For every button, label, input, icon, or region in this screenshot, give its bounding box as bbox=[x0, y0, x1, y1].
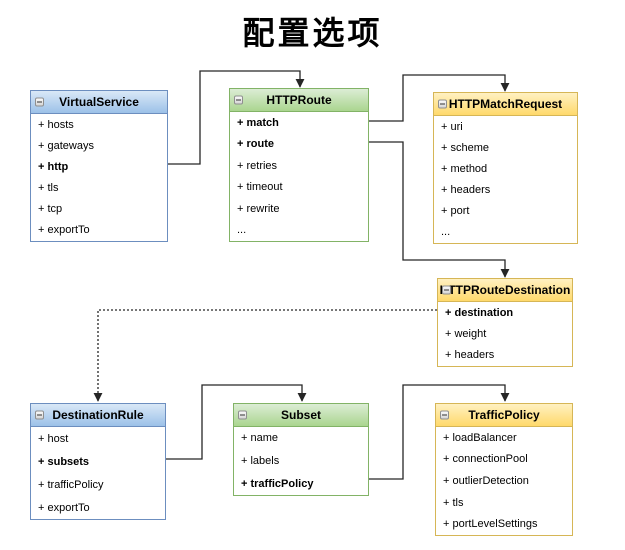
entity-body-Subset: + name + labels + trafficPolicy bbox=[234, 427, 368, 495]
entity-field: + trafficPolicy bbox=[241, 477, 314, 490]
entity-DestinationRule[interactable]: DestinationRule + host + subsets + trafficP… bbox=[30, 403, 166, 520]
collapse-minus-icon[interactable] bbox=[442, 285, 451, 295]
entity-field: + portLevelSettings bbox=[443, 518, 538, 531]
entity-field: + port bbox=[441, 205, 470, 218]
entity-title: DestinationRule bbox=[52, 408, 144, 422]
entity-field: + route bbox=[237, 138, 274, 151]
page-title: 配置选项 bbox=[242, 15, 383, 51]
connector-HTTPRouteDestination.destination-to-DestinationRule bbox=[93, 309, 437, 402]
entity-body-HTTPMatchRequest: + uri + scheme + method + headers + port... bbox=[434, 116, 577, 243]
entity-field: + retries bbox=[237, 159, 278, 172]
entity-body-HTTPRoute: + match + route + retries + timeout + rewrit… bbox=[230, 112, 368, 241]
entity-field: + hosts bbox=[38, 118, 74, 131]
entity-field: + outlierDetection bbox=[443, 474, 529, 487]
entity-body-VirtualService: + hosts + gateways + http + tls + tcp + expor… bbox=[31, 114, 167, 241]
entity-VirtualService[interactable]: VirtualService + hosts + gateways + http + t… bbox=[30, 90, 168, 242]
entity-field: + destination bbox=[445, 306, 514, 319]
entity-field: + trafficPolicy bbox=[38, 478, 104, 491]
entity-header-VirtualService: VirtualService bbox=[31, 91, 167, 114]
entity-field: + timeout bbox=[237, 181, 283, 194]
entity-title: TrafficPolicy bbox=[468, 408, 540, 422]
entity-TrafficPolicy[interactable]: TrafficPolicy + loadBalancer + connectionP… bbox=[435, 403, 573, 536]
entity-field: + host bbox=[38, 432, 69, 445]
entity-header-DestinationRule: DestinationRule bbox=[31, 404, 165, 427]
entity-HTTPMatchRequest[interactable]: HTTPMatchRequest + uri + scheme + method + h… bbox=[433, 92, 578, 244]
entity-HTTPRoute[interactable]: HTTPRoute + match + route + retries + timeou… bbox=[229, 88, 369, 242]
entity-body-HTTPRouteDestination: + destination + weight + headers bbox=[438, 302, 572, 366]
entity-field: + name bbox=[241, 432, 278, 445]
entity-title: Subset bbox=[280, 408, 321, 422]
collapse-minus-icon[interactable] bbox=[440, 410, 449, 420]
entity-field: + exportTo bbox=[38, 224, 90, 237]
entity-header-Subset: Subset bbox=[234, 404, 368, 427]
collapse-minus-icon[interactable] bbox=[234, 95, 243, 105]
entity-field: + connectionPool bbox=[443, 453, 528, 466]
entity-title: HTTPRouteDestination bbox=[439, 283, 571, 297]
entity-field: + weight bbox=[445, 327, 487, 340]
entity-field: + headers bbox=[445, 349, 495, 362]
entity-field: + headers bbox=[441, 184, 491, 197]
entity-Subset[interactable]: Subset+ name + labels + trafficPolicy bbox=[233, 403, 369, 496]
entity-field: + tcp bbox=[38, 203, 63, 216]
collapse-minus-icon[interactable] bbox=[438, 99, 447, 109]
entity-field: + gateways bbox=[38, 139, 94, 152]
entity-header-TrafficPolicy: TrafficPolicy bbox=[436, 404, 572, 427]
entity-field: + rewrite bbox=[237, 202, 280, 215]
collapse-minus-icon[interactable] bbox=[35, 97, 44, 107]
entity-field: + loadBalancer bbox=[443, 431, 517, 444]
entity-field: + uri bbox=[441, 120, 463, 133]
collapse-minus-icon[interactable] bbox=[35, 410, 44, 420]
entity-field: + tls bbox=[443, 496, 464, 509]
entity-header-HTTPMatchRequest: HTTPMatchRequest bbox=[434, 93, 577, 116]
entity-HTTPRouteDestination[interactable]: HTTPRouteDestination + destination + weigh… bbox=[437, 278, 573, 367]
collapse-minus-icon[interactable] bbox=[238, 410, 247, 420]
entity-header-HTTPRoute: HTTPRoute bbox=[230, 89, 368, 112]
entity-field: + http bbox=[38, 160, 69, 173]
entity-field: + labels bbox=[241, 455, 280, 467]
entity-body-DestinationRule: + host + subsets + trafficPolicy + exportTo bbox=[31, 427, 165, 519]
entity-field: ... bbox=[441, 226, 451, 239]
entity-title: HTTPMatchRequest bbox=[448, 97, 563, 111]
entity-field: + match bbox=[237, 116, 279, 129]
entity-field: + subsets bbox=[38, 455, 90, 468]
entity-field: + exportTo bbox=[38, 501, 90, 514]
entity-field: + tls bbox=[38, 182, 59, 195]
entity-field: + method bbox=[441, 162, 488, 175]
entity-body-TrafficPolicy: + loadBalancer + connectionPool + outlierD… bbox=[436, 427, 572, 535]
entity-header-HTTPRouteDestination: HTTPRouteDestination bbox=[438, 279, 572, 302]
entity-field: ... bbox=[237, 224, 247, 237]
entity-title: VirtualService bbox=[59, 95, 139, 109]
entity-title: HTTPRoute bbox=[266, 93, 332, 107]
entity-field: + scheme bbox=[441, 141, 489, 154]
